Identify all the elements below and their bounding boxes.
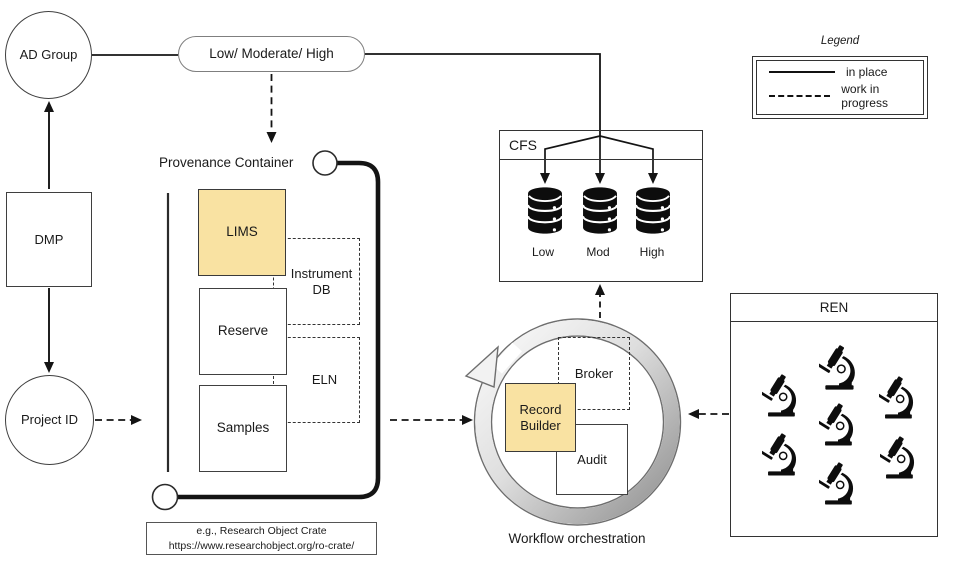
dmp-node: DMP xyxy=(6,192,92,287)
eln-box: ELN xyxy=(273,337,360,423)
project-id-label: Project ID xyxy=(20,412,79,428)
connector-fork-high xyxy=(599,135,658,184)
ren-box: REN xyxy=(730,293,938,537)
project-id-node: Project ID xyxy=(5,375,94,465)
lims-label: LIMS xyxy=(226,224,258,240)
classification-label: Low/ Moderate/ High xyxy=(209,45,334,61)
provenance-container-label: Provenance Container xyxy=(159,155,294,170)
dashed-line-sample-icon xyxy=(769,94,831,97)
legend-inner-frame: in place work in progress xyxy=(756,60,924,115)
broker-label: Broker xyxy=(574,365,614,381)
instrument-db-box: Instrument DB xyxy=(273,238,360,325)
cfs-title: CFS xyxy=(500,131,702,160)
instrument-db-label: Instrument DB xyxy=(290,265,353,297)
tier-label-low: Low xyxy=(531,245,554,259)
ro-crate-note-line1: e.g., Research Object Crate xyxy=(196,524,327,537)
provenance-anchor-top xyxy=(312,150,338,176)
legend-title: Legend xyxy=(820,35,860,47)
broker-box: Broker xyxy=(558,337,630,410)
ro-crate-note: e.g., Research Object Crate https://www.… xyxy=(146,522,377,555)
audit-label: Audit xyxy=(577,451,607,467)
ad-group-label: AD Group xyxy=(19,47,78,63)
samples-box: Samples xyxy=(199,385,287,472)
record-builder-label: Record Builder xyxy=(519,401,562,433)
connector-classification-cfs xyxy=(365,53,601,136)
ad-group-node: AD Group xyxy=(5,11,92,99)
provenance-anchor-bottom xyxy=(151,483,179,511)
legend-item-in-place: in place xyxy=(769,65,923,79)
tier-label-high: High xyxy=(639,245,665,259)
reserve-label: Reserve xyxy=(217,323,269,339)
workflow-caption: Workflow orchestration xyxy=(508,531,646,546)
eln-label: ELN xyxy=(311,372,338,388)
samples-label: Samples xyxy=(216,420,270,436)
tier-label-mod: Mod xyxy=(586,245,610,259)
crate-loop-path xyxy=(175,160,381,500)
ring-arrowhead-icon xyxy=(464,345,499,388)
ren-title: REN xyxy=(731,294,937,322)
legend: in place work in progress xyxy=(752,56,928,119)
legend-item-work-in-progress: work in progress xyxy=(769,82,923,110)
legend-item-label: work in progress xyxy=(841,81,888,110)
dmp-label: DMP xyxy=(34,231,64,247)
record-builder-box: Record Builder xyxy=(505,383,576,452)
cfs-box: CFS xyxy=(499,130,703,282)
reserve-box: Reserve xyxy=(199,288,287,375)
lims-box: LIMS xyxy=(198,189,286,276)
workflow-ring-icon xyxy=(464,318,682,526)
connector-fork-low xyxy=(540,135,601,184)
solid-line-sample-icon xyxy=(769,71,835,74)
ro-crate-note-line2: https://www.researchobject.org/ro-crate/ xyxy=(168,539,355,552)
legend-item-label: in place xyxy=(846,65,888,80)
classification-pill: Low/ Moderate/ High xyxy=(178,36,365,72)
